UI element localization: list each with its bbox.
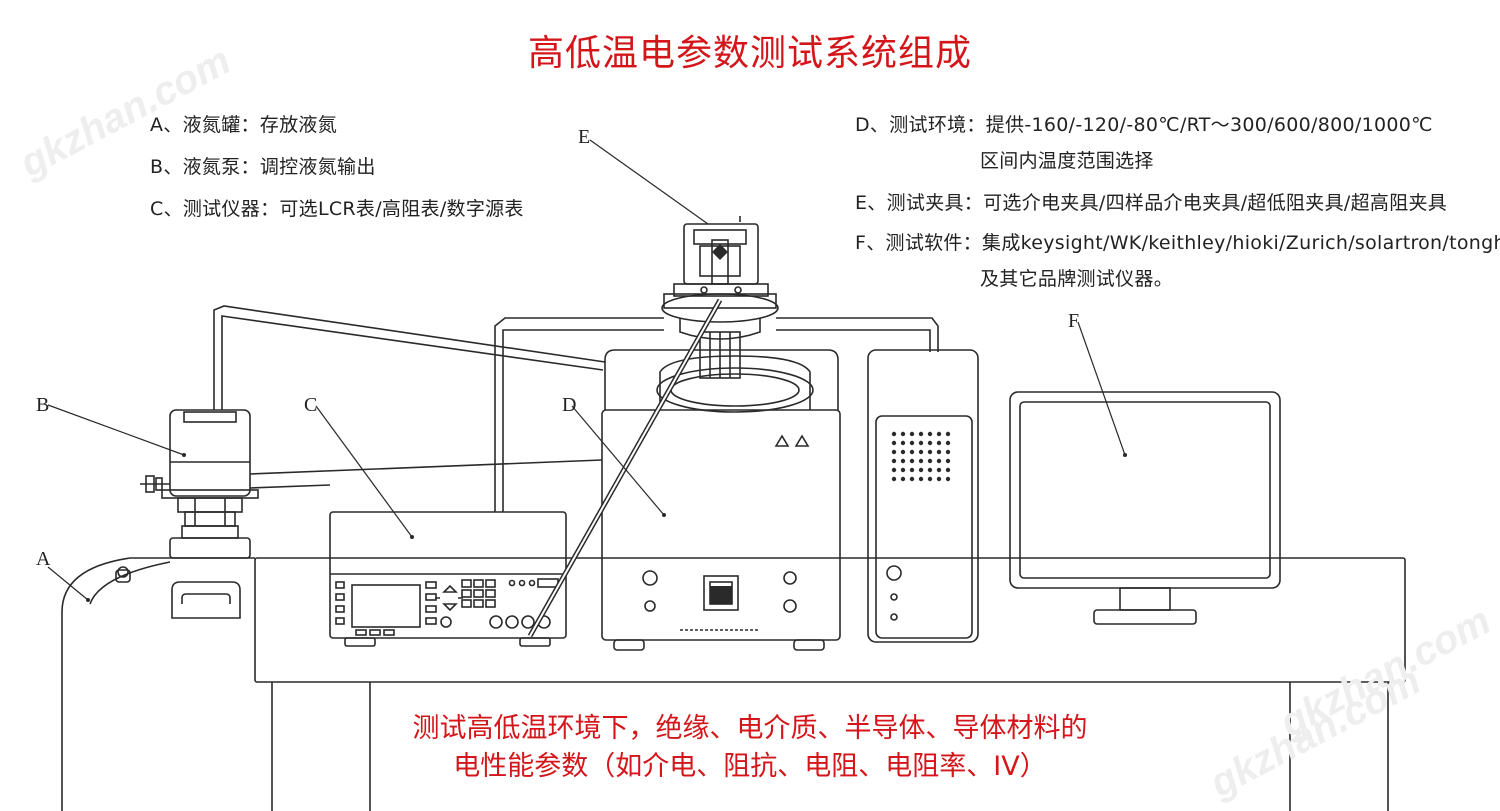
legend-item-c: C、测试仪器：可选LCR表/高阻表/数字源表 <box>150 198 524 220</box>
grill-dot <box>900 440 906 446</box>
grill-dot <box>909 458 915 464</box>
grill-dot <box>918 458 924 464</box>
grill-dot <box>945 467 951 473</box>
grill-dot <box>900 449 906 455</box>
speaker-grill <box>891 431 951 482</box>
monitor <box>1009 391 1281 625</box>
temperature-chamber <box>601 349 841 651</box>
grill-dot <box>900 431 906 437</box>
callout-leaders <box>47 139 1126 601</box>
grill-dot <box>891 440 897 446</box>
callout-b: B <box>36 394 50 416</box>
callout-f: F <box>1068 310 1080 332</box>
grill-dot <box>909 467 915 473</box>
legend-item-f: F、测试软件：集成keysight/WK/keithley/hioki/Zuri… <box>855 232 1500 254</box>
grill-dot <box>945 476 951 482</box>
grill-dot <box>900 467 906 473</box>
legend-item-b: B、液氮泵：调控液氮输出 <box>150 156 376 178</box>
grill-dot <box>891 458 897 464</box>
grill-dot <box>936 476 942 482</box>
grill-dot <box>918 431 924 437</box>
legend-item-e: E、测试夹具：可选介电夹具/四样品介电夹具/超低阻夹具/超高阻夹具 <box>855 192 1448 214</box>
grill-dot <box>918 467 924 473</box>
computer-tower <box>867 349 979 643</box>
callout-c: C <box>304 394 318 416</box>
diagram-title: 高低温电参数测试系统组成 <box>527 33 972 74</box>
legend-item-a: A、液氮罐：存放液氮 <box>150 114 337 136</box>
grill-dot <box>945 449 951 455</box>
grill-dot <box>945 440 951 446</box>
grill-dot <box>891 449 897 455</box>
grill-dot <box>936 431 942 437</box>
grill-dot <box>927 467 933 473</box>
grill-dot <box>900 458 906 464</box>
grill-dot <box>909 476 915 482</box>
grill-dot <box>945 458 951 464</box>
legend-item-d: D、测试环境：提供-160/-120/-80℃/RT～300/600/800/1… <box>855 114 1433 136</box>
grill-dot <box>909 449 915 455</box>
grill-dot <box>936 449 942 455</box>
grill-dot <box>900 476 906 482</box>
leader-dots <box>86 453 1127 602</box>
grill-dot <box>918 449 924 455</box>
liquid-nitrogen-pump <box>140 305 606 559</box>
legend-item-d-cont: 区间内温度范围选择 <box>980 150 1154 172</box>
grill-dot <box>909 431 915 437</box>
caption-line-2: 电性能参数（如介电、阻抗、电阻、电阻率、IV） <box>453 751 1047 782</box>
grill-dot <box>927 449 933 455</box>
callout-a: A <box>36 548 51 570</box>
fixture-knob <box>712 244 728 260</box>
table <box>254 557 1406 811</box>
callout-d: D <box>562 394 577 416</box>
legend-item-f-cont: 及其它品牌测试仪器。 <box>980 268 1174 290</box>
grill-dot <box>927 431 933 437</box>
grill-dot <box>927 440 933 446</box>
grill-dot <box>909 440 915 446</box>
grill-dot <box>891 431 897 437</box>
grill-dot <box>918 440 924 446</box>
grill-dot <box>945 431 951 437</box>
grill-dot <box>891 467 897 473</box>
liquid-nitrogen-tank <box>61 557 255 811</box>
grill-dot <box>936 458 942 464</box>
grill-dot <box>936 440 942 446</box>
grill-dot <box>891 476 897 482</box>
grill-dot <box>936 467 942 473</box>
grill-dot <box>918 476 924 482</box>
test-instrument <box>329 511 567 647</box>
chamber-display <box>710 586 732 604</box>
callout-e: E <box>578 126 591 148</box>
grill-dot <box>927 476 933 482</box>
grill-dot <box>927 458 933 464</box>
caption-line-1: 测试高低温环境下，绝缘、电介质、半导体、导体材料的 <box>412 713 1088 744</box>
